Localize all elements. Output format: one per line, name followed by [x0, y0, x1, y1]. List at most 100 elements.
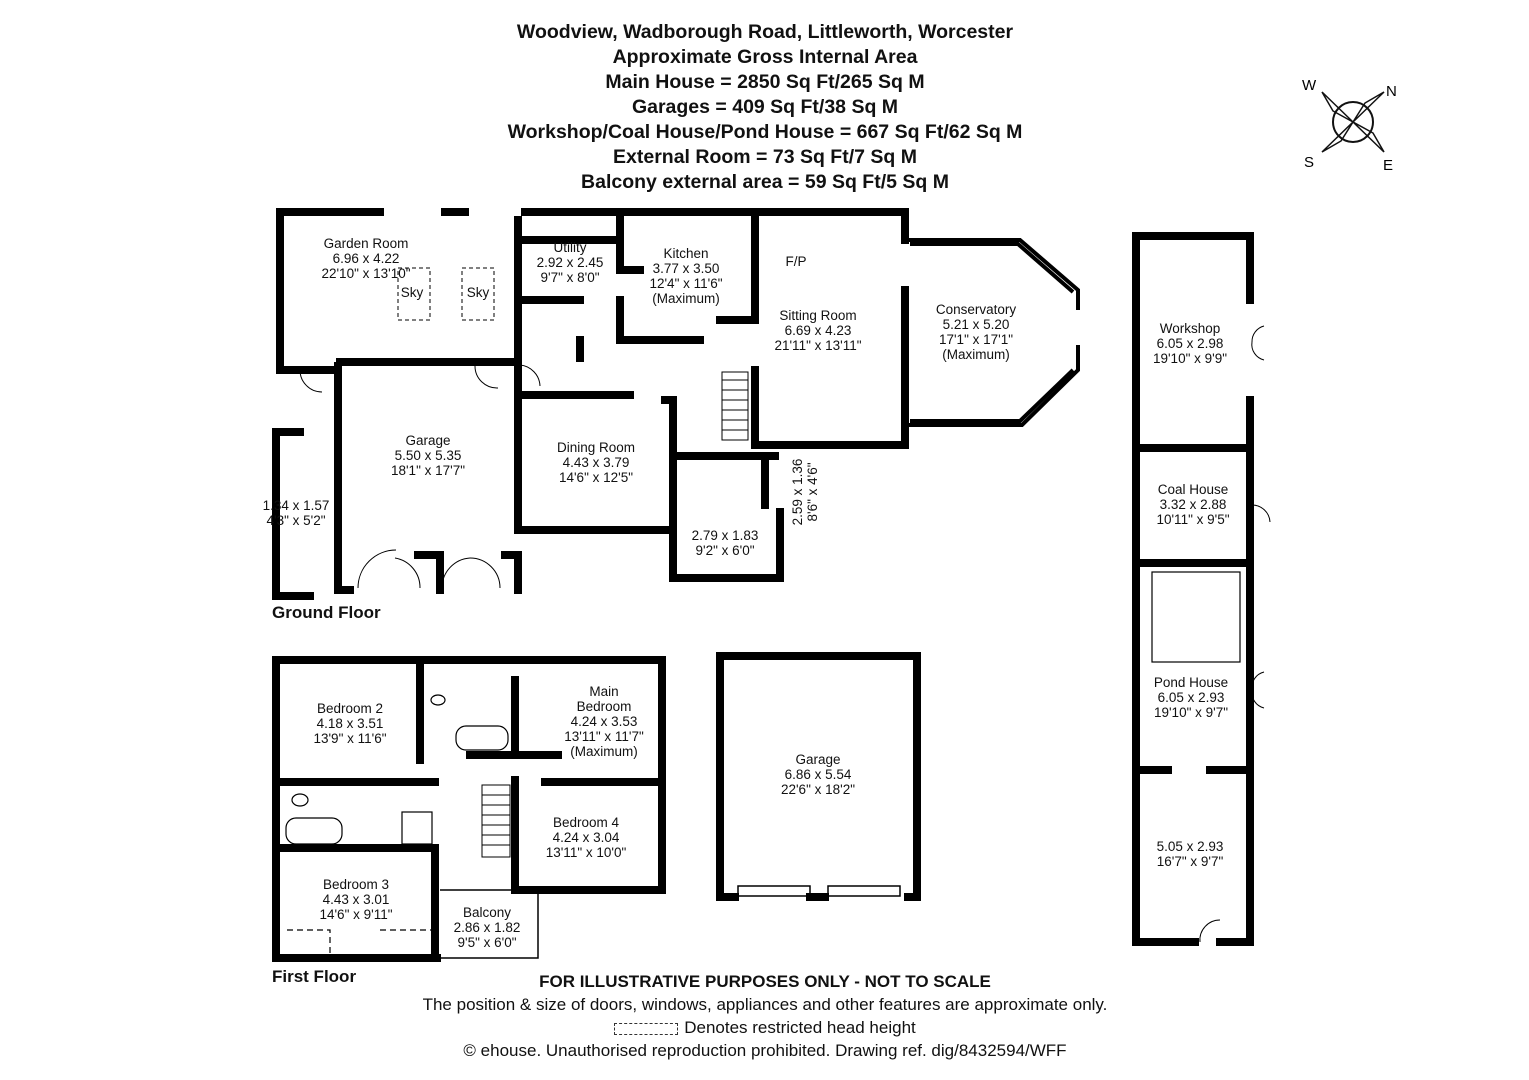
detached-garage-metric: 6.86 x 5.54: [785, 767, 852, 782]
kitchen-note: (Maximum): [652, 291, 720, 306]
detached-garage-name: Garage: [795, 752, 840, 767]
compass-west: W: [1302, 77, 1317, 94]
garage-ground-metric: 5.50 x 5.35: [395, 448, 462, 463]
bedroom3-imperial: 14'6" x 9'11": [319, 907, 392, 922]
bedroom4-metric: 4.24 x 3.04: [553, 830, 620, 845]
coal-house-name: Coal House: [1158, 482, 1229, 497]
balcony-metric: 2.86 x 1.82: [454, 920, 521, 935]
stairs-first-icon: [481, 784, 511, 858]
bedroom2-imperial: 13'9" x 11'6": [313, 731, 386, 746]
garden-room-metric: 6.96 x 4.22: [333, 251, 400, 266]
balcony-name: Balcony: [463, 905, 511, 920]
garden-room-imperial: 22'10" x 13'10": [321, 266, 410, 281]
walls-first-floor: [272, 656, 666, 962]
sitting-room-name: Sitting Room: [779, 308, 856, 323]
bedroom3-name: Bedroom 3: [323, 877, 389, 892]
utility-name: Utility: [554, 240, 587, 255]
detached-garage-imperial: 22'6" x 18'2": [781, 782, 855, 797]
garage-ground-imperial: 18'1" x 17'7": [391, 463, 465, 478]
compass-east: E: [1383, 157, 1393, 174]
pond-house-imperial: 19'10" x 9'7": [1154, 705, 1228, 720]
main-bedroom-metric: 4.24 x 3.53: [571, 714, 638, 729]
utility-metric: 2.92 x 2.45: [537, 255, 604, 270]
ground-floor-label: Ground Floor: [272, 603, 381, 622]
disclaimer-text: The position & size of doors, windows, a…: [422, 995, 1108, 1014]
main-bedroom-name: Main: [589, 684, 618, 699]
kitchen-imperial: 12'4" x 11'6": [649, 276, 722, 291]
bedroom4-name: Bedroom 4: [553, 815, 620, 830]
bedroom4-imperial: 13'11" x 10'0": [546, 845, 627, 860]
workshop-name: Workshop: [1160, 321, 1221, 336]
coal-house-imperial: 10'11" x 9'5": [1156, 512, 1229, 527]
pond-house-metric: 6.05 x 2.93: [1158, 690, 1225, 705]
copyright-text: © ehouse. Unauthorised reproduction proh…: [463, 1041, 1067, 1060]
hall-label-rotated: 2.59 x 1.36 8'6" x 4'6": [790, 459, 820, 526]
pond-outline: [1151, 571, 1241, 663]
conservatory-metric: 5.21 x 5.20: [943, 317, 1010, 332]
store-imperial: 4'3" x 5'2": [266, 513, 325, 528]
conservatory-imperial: 17'1" x 17'1": [939, 332, 1013, 347]
compass-icon: W N S E: [1302, 77, 1397, 174]
bath-icons: [285, 694, 509, 845]
room-labels: Garden Room 6.96 x 4.22 22'10" x 13'10" …: [263, 236, 1230, 950]
dining-room-name: Dining Room: [557, 440, 635, 455]
compass-north: N: [1386, 83, 1397, 100]
garden-room-name: Garden Room: [324, 236, 409, 251]
utility-imperial: 9'7" x 8'0": [540, 270, 599, 285]
property-address: Woodview, Wadborough Road, Littleworth, …: [516, 21, 1014, 43]
garage-ground-name: Garage: [405, 433, 450, 448]
pond-house-name: Pond House: [1154, 675, 1228, 690]
dining-room-imperial: 14'6" x 12'5": [559, 470, 633, 485]
kitchen-metric: 3.77 x 3.50: [653, 261, 720, 276]
fireplace-label: F/P: [785, 254, 806, 269]
disclaimer-heading: FOR ILLUSTRATIVE PURPOSES ONLY - NOT TO …: [539, 972, 991, 991]
balcony-imperial: 9'5" x 6'0": [457, 935, 516, 950]
porch-metric: 2.79 x 1.83: [692, 528, 759, 543]
plan-footer: FOR ILLUSTRATIVE PURPOSES ONLY - NOT TO …: [330, 970, 1200, 1062]
area-heading: Approximate Gross Internal Area: [612, 46, 918, 68]
area-balcony: Balcony external area = 59 Sq Ft/5 Sq M: [581, 171, 949, 193]
compass-south: S: [1304, 154, 1314, 171]
main-bedroom-note: (Maximum): [570, 744, 638, 759]
garage-door-icons: [299, 364, 541, 589]
conservatory-name: Conservatory: [936, 302, 1017, 317]
bedroom3-metric: 4.43 x 3.01: [323, 892, 390, 907]
area-outbuildings: Workshop/Coal House/Pond House = 667 Sq …: [507, 121, 1023, 143]
workshop-metric: 6.05 x 2.98: [1157, 336, 1224, 351]
walls-outbuildings: [1132, 232, 1254, 946]
skylight-icons: [397, 267, 495, 321]
dining-room-metric: 4.43 x 3.79: [563, 455, 630, 470]
restricted-height-icons: [287, 929, 432, 955]
bedroom2-metric: 4.18 x 3.51: [317, 716, 384, 731]
porch-imperial: 9'2" x 6'0": [695, 543, 754, 558]
legend-text: Denotes restricted head height: [684, 1018, 916, 1037]
walls-ground-floor: [272, 208, 909, 600]
legend-row: Denotes restricted head height: [330, 1016, 1200, 1039]
sitting-room-metric: 6.69 x 4.23: [785, 323, 852, 338]
workshop-imperial: 19'10" x 9'9": [1153, 351, 1227, 366]
area-main-house: Main House = 2850 Sq Ft/265 Sq M: [605, 71, 925, 93]
hall-imperial: 8'6" x 4'6": [805, 462, 820, 521]
coal-house-metric: 3.32 x 2.88: [1160, 497, 1227, 512]
bedroom2-name: Bedroom 2: [317, 701, 383, 716]
main-bedroom-imperial: 13'11" x 11'7": [564, 729, 644, 744]
sitting-room-imperial: 21'11" x 13'11": [774, 338, 861, 353]
conservatory-note: (Maximum): [942, 347, 1010, 362]
skylight-label-2: Sky: [467, 285, 490, 300]
restricted-height-legend-icon: [614, 1022, 679, 1035]
skylight-label-1: Sky: [401, 285, 424, 300]
first-floor-label: First Floor: [272, 967, 357, 986]
walls-detached-garage: [716, 652, 921, 901]
end-room-metric: 5.05 x 2.93: [1157, 839, 1224, 854]
garage-door-panels: [737, 885, 901, 897]
plan-header: Woodview, Wadborough Road, Littleworth, …: [420, 20, 1110, 195]
area-external-room: External Room = 73 Sq Ft/7 Sq M: [613, 146, 917, 168]
area-garages: Garages = 409 Sq Ft/38 Sq M: [631, 96, 899, 118]
stairs-ground-icon: [721, 371, 749, 441]
store-metric: 1.34 x 1.57: [263, 498, 330, 513]
conservatory-walls: [905, 238, 1080, 427]
main-bedroom-name2: Bedroom: [577, 699, 632, 714]
outbuilding-door-icons: [1199, 325, 1271, 943]
balcony-outline: [440, 889, 539, 959]
